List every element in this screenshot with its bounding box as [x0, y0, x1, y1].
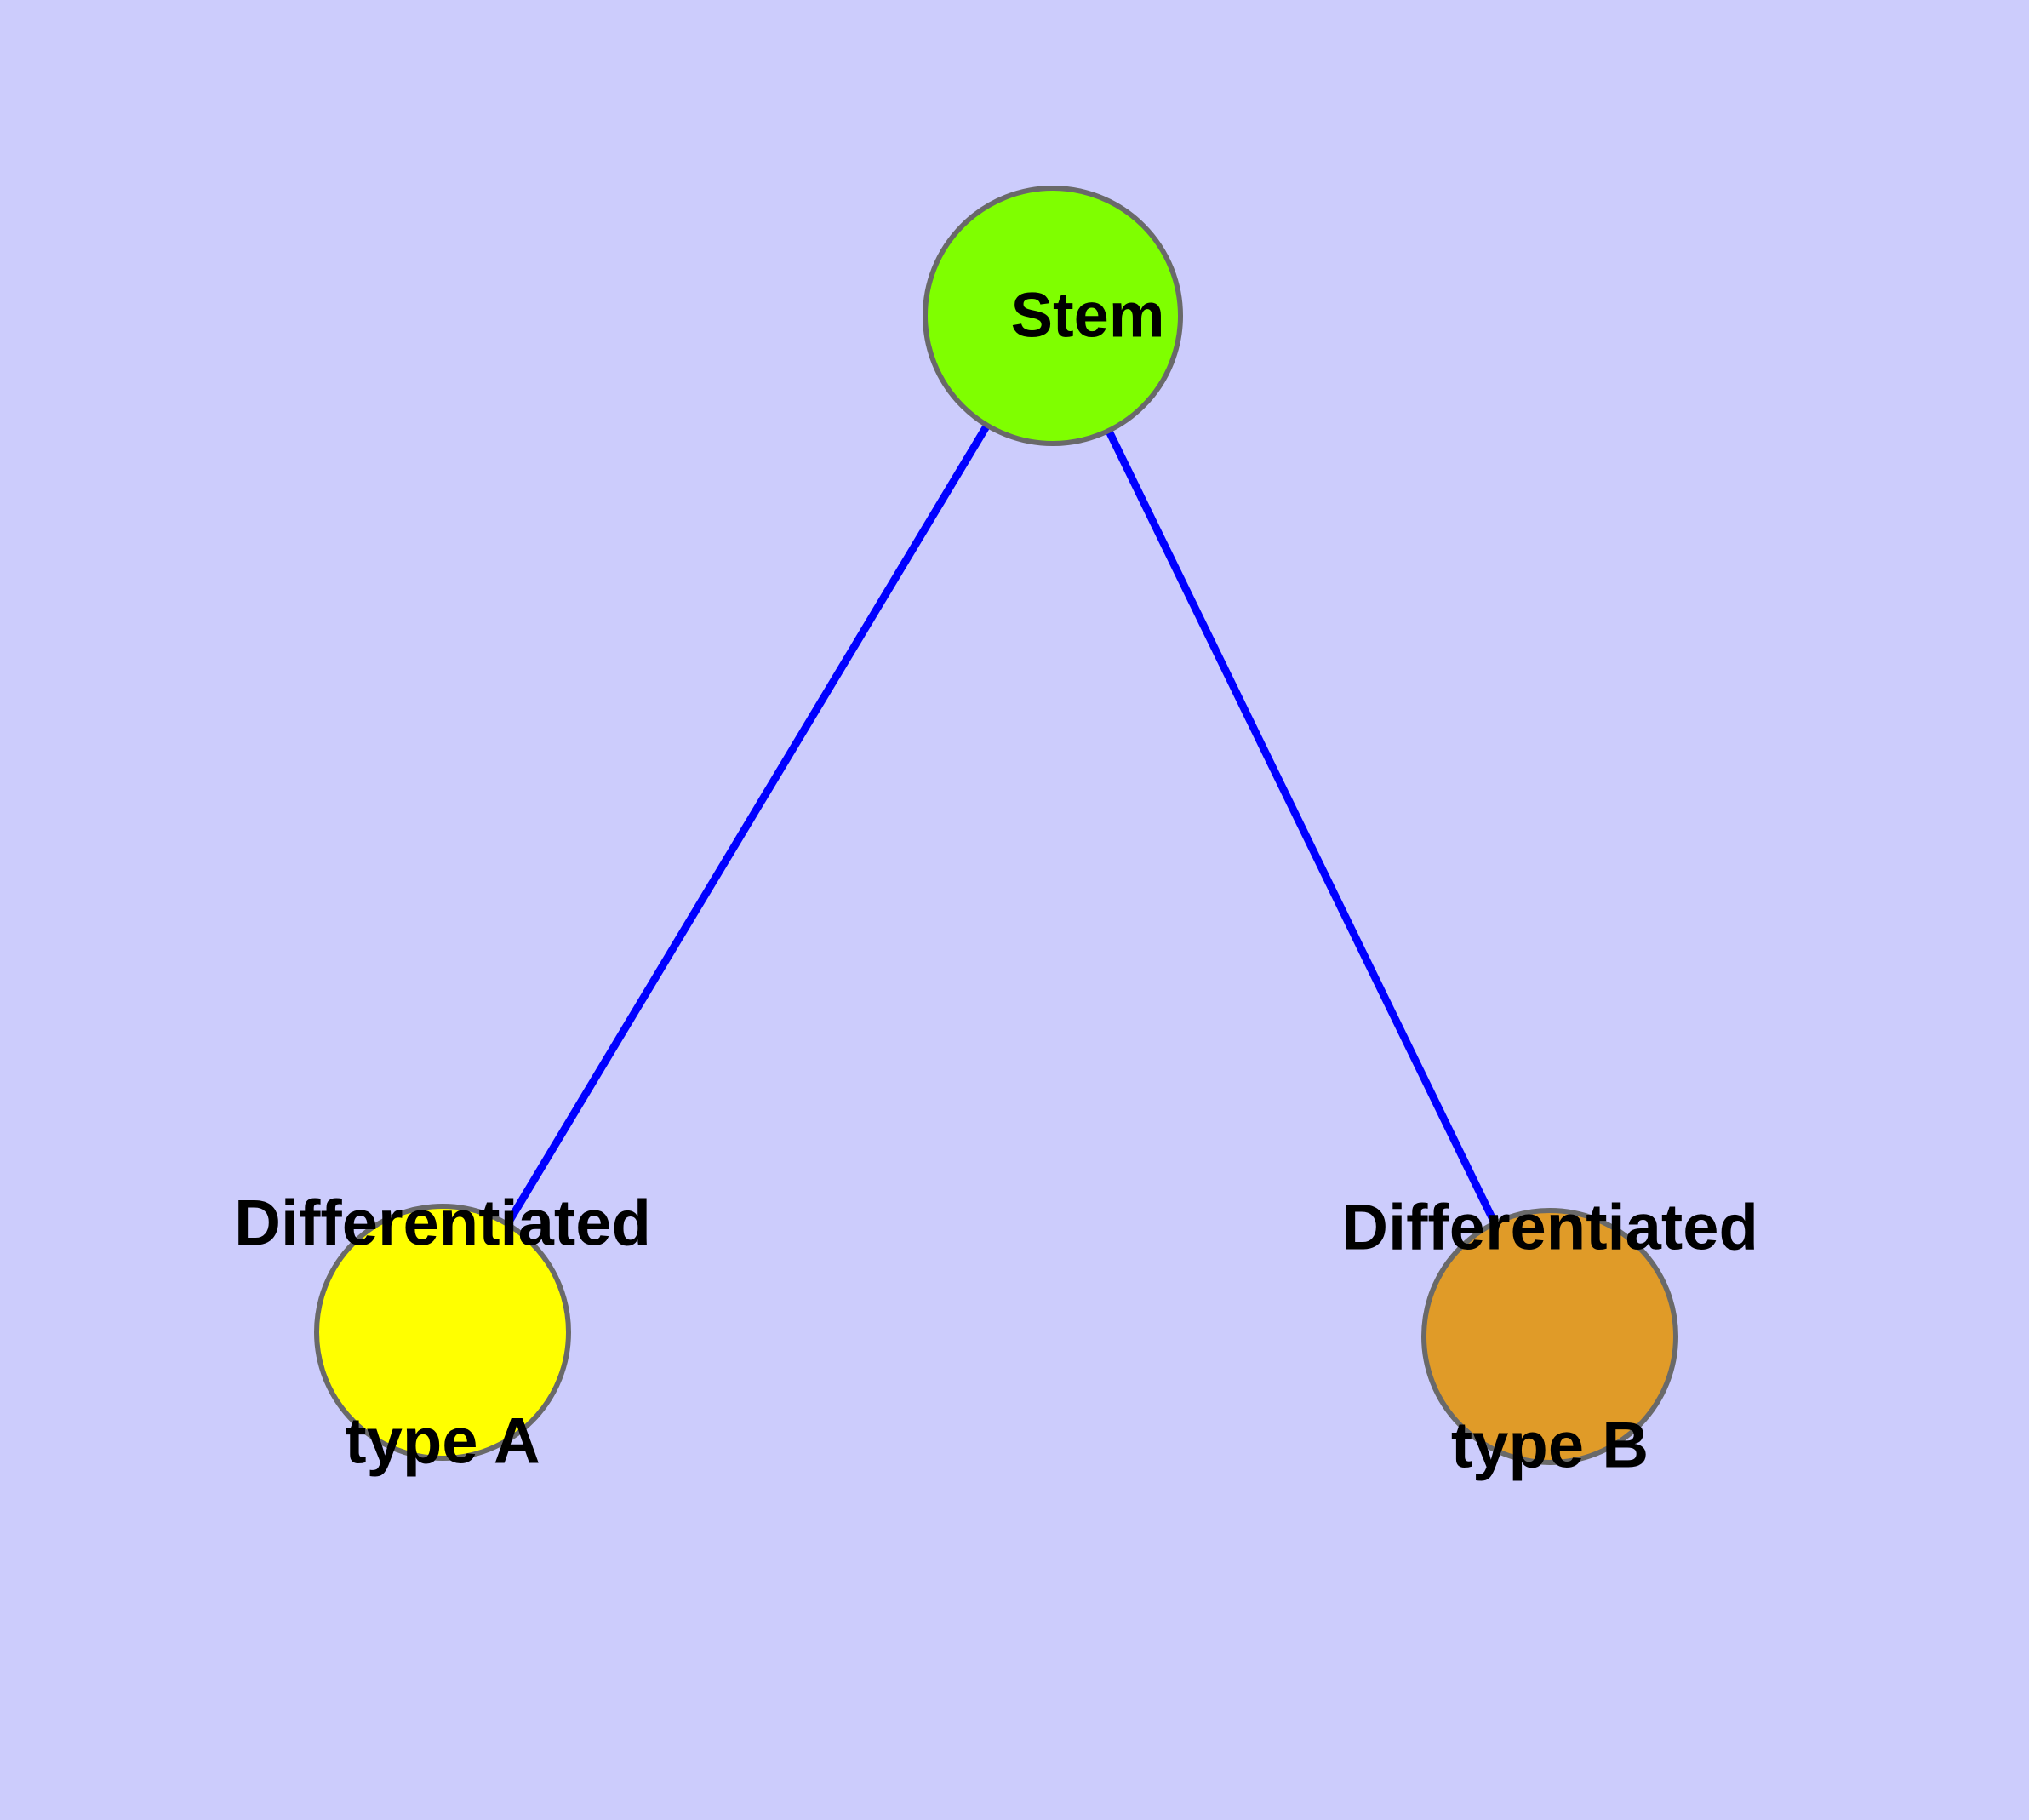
node-stem[interactable]: [923, 186, 1183, 446]
node-differentiated-type-b[interactable]: [1421, 1208, 1678, 1465]
node-differentiated-type-a[interactable]: [314, 1204, 571, 1461]
edge-layer: [502, 420, 1500, 1229]
edge-stem-to-differentiated-type-b[interactable]: [1103, 426, 1500, 1228]
edge-stem-to-differentiated-type-a[interactable]: [502, 420, 992, 1229]
node-layer: [314, 186, 1678, 1465]
